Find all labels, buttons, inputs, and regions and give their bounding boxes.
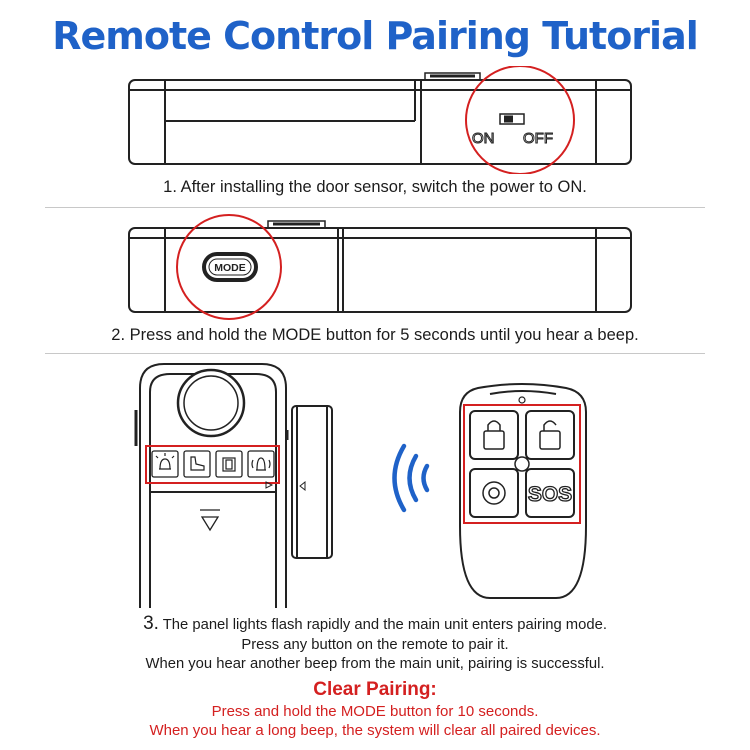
- remote-sos-button[interactable]: [525, 468, 575, 518]
- panel-door-icon: [215, 450, 243, 478]
- step3-line3: When you hear another beep from the main…: [145, 656, 605, 672]
- step2-figure: MODE: [0, 214, 750, 322]
- step3-line1-text: The panel lights flash rapidly and the m…: [162, 617, 607, 633]
- remote-control: [459, 383, 587, 599]
- step3-number: 3.: [143, 613, 159, 634]
- remote-lock-button[interactable]: [469, 410, 519, 460]
- mode-button[interactable]: MODE: [202, 252, 258, 282]
- remote-sos-label: SOS: [528, 483, 572, 506]
- page-title: Remote Control Pairing Tutorial: [52, 14, 698, 58]
- highlight-box: [463, 404, 581, 524]
- clear-pairing-line1: Press and hold the MODE button for 10 se…: [211, 703, 539, 720]
- step3-caption: 3. The panel lights flash rapidly and th…: [0, 614, 750, 675]
- highlight-circle: [465, 66, 575, 174]
- panel-light-icon: [151, 450, 179, 478]
- wireless-signal-icon: [392, 443, 430, 513]
- power-switch-icon: [499, 113, 525, 125]
- switch-on-label: ON: [472, 130, 495, 147]
- clear-pairing-title: Clear Pairing:: [313, 679, 437, 700]
- step2-caption: 2. Press and hold the MODE button for 5 …: [111, 326, 639, 344]
- step1-figure: ON OFF: [0, 66, 750, 174]
- main-unit-body: [128, 79, 632, 165]
- down-arrow-icon: [200, 509, 220, 532]
- switch-off-label: OFF: [523, 130, 553, 147]
- lock-icon: [483, 430, 505, 450]
- siren-speaker-icon: [176, 368, 246, 438]
- panel-bell-icon: [247, 450, 275, 478]
- divider: [45, 207, 705, 208]
- main-unit-body: [128, 227, 632, 313]
- door-sensor-magnet: [291, 405, 333, 559]
- step1-caption: 1. After installing the door sensor, swi…: [163, 178, 587, 196]
- step3-line1: 3. The panel lights flash rapidly and th…: [0, 614, 750, 636]
- step3-line2: Press any button on the remote to pair i…: [241, 636, 509, 653]
- step3-figure: SOS: [0, 358, 750, 610]
- clear-pairing-line2: When you hear a long beep, the system wi…: [149, 722, 601, 739]
- gear-icon: [482, 481, 506, 505]
- unlock-icon: [539, 430, 561, 450]
- clear-pairing-text: Press and hold the MODE button for 10 se…: [0, 702, 750, 740]
- remote-gear-button[interactable]: [469, 468, 519, 518]
- divider: [45, 353, 705, 354]
- mode-button-label: MODE: [214, 262, 246, 274]
- highlight-circle: [176, 214, 282, 320]
- remote-unlock-button[interactable]: [525, 410, 575, 460]
- highlight-box: [145, 445, 280, 484]
